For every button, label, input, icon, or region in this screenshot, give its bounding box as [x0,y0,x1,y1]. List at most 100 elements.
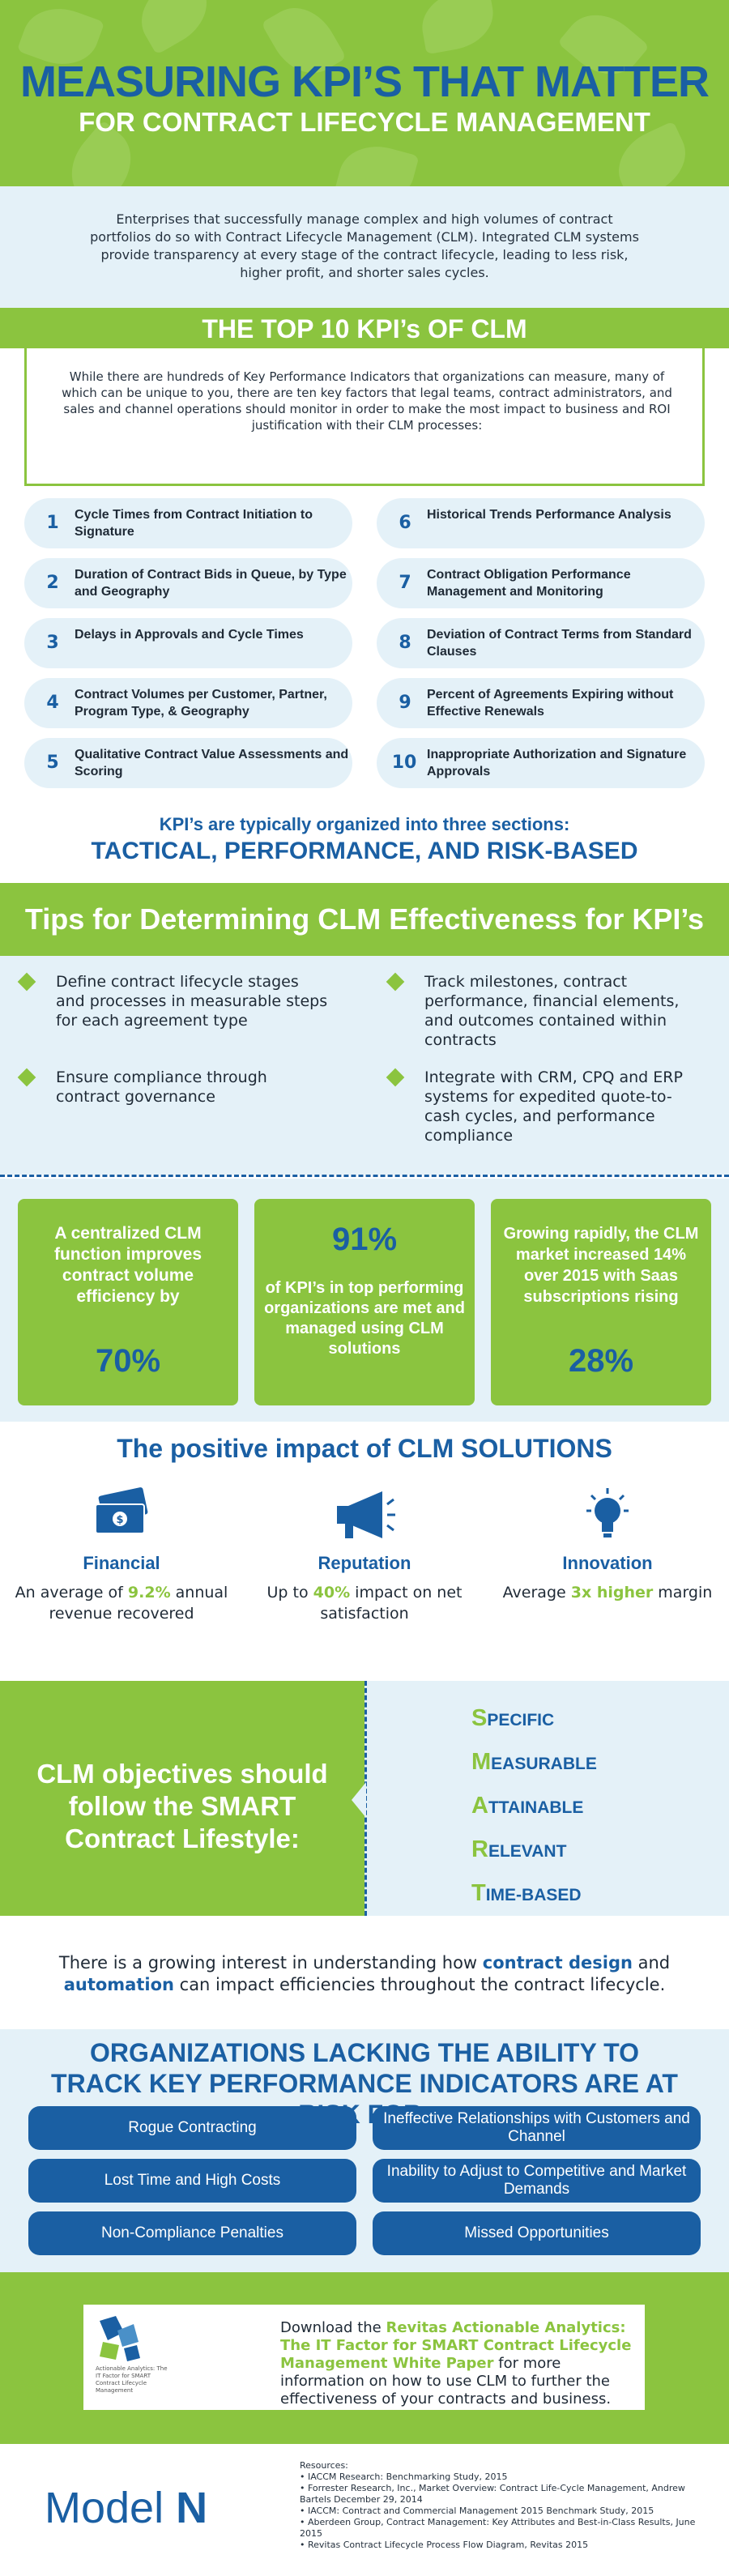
leaf-decoration [128,0,220,55]
top10-heading-band: THE TOP 10 KPI’s OF CLM [0,308,729,348]
kpi-number: 6 [399,513,411,533]
page-title: MEASURING KPI’S THAT MATTER [20,58,710,106]
kpi-text: Historical Trends Performance Analysis [427,508,671,522]
footer: Model N Resources: • IACCM Research: Ben… [0,2444,729,2576]
intro-text: Enterprises that successfully manage com… [90,211,639,280]
kpi-number: 4 [46,693,59,713]
smart-panel [364,1681,729,1916]
tips-heading: Tips for Determining CLM Effectiveness f… [24,902,705,936]
tip-text: Integrate with CRM, CPQ and ERP systems … [424,1068,683,1145]
stats-section: A centralized CLM function improves cont… [0,1179,729,1422]
lightbulb-icon [586,1488,629,1537]
tip-item: Track milestones, contract performance, … [386,972,697,1053]
whitepaper-link[interactable]: Revitas Actionable Analytics: The IT Fac… [280,2319,632,2372]
leaf-decoration [334,137,420,186]
tip-text: Track milestones, contract performance, … [424,973,680,1049]
kpi-item: 1 Cycle Times from Contract Initiation t… [24,498,352,548]
diamond-bullet-icon [17,1068,36,1087]
kpi-number: 2 [46,573,59,593]
impact-description: Average 3x higher margin [502,1584,713,1601]
top10-heading: THE TOP 10 KPI’s OF CLM [202,314,527,343]
impact-item: $ Financial An average of 9.2% annual re… [0,1486,243,1624]
sections-intro: KPI’s are typically organized into three… [159,814,570,834]
risk-item: Ineffective Relationships with Customers… [373,2106,701,2150]
smart-item: RELEVANT [471,1836,567,1862]
whitepaper-thumbnail-text: Actionable Analytics: The IT Factor for … [96,2365,168,2394]
kpi-text: Cycle Times from Contract Initiation to … [75,508,313,539]
impact-item: Innovation Average 3x higher margin [486,1486,729,1603]
page-subtitle: FOR CONTRACT LIFECYCLE MANAGEMENT [79,107,650,137]
top10-description: While there are hundreds of Key Performa… [62,369,672,433]
smart-item: TIME-BASED [471,1880,582,1906]
impact-description: An average of 9.2% annual revenue recove… [15,1584,228,1623]
kpi-item: 4 Contract Volumes per Customer, Partner… [24,678,352,728]
kpi-text: Qualitative Contract Value Assessments a… [75,748,349,778]
kpi-item: 9 Percent of Agreements Expiring without… [377,678,705,728]
stat-value: 70% [95,1343,161,1379]
intro-section: Enterprises that successfully manage com… [0,186,729,308]
kpi-text: Delays in Approvals and Cycle Times [75,628,304,642]
diamond-bullet-icon [386,1068,405,1087]
impact-title: Financial [83,1553,160,1573]
kpi-number: 7 [399,573,411,593]
tips-heading-band: Tips for Determining CLM Effectiveness f… [0,883,729,956]
kpi-text: Contract Volumes per Customer, Partner, … [75,688,327,719]
tip-item: Define contract lifecycle stages and pro… [17,972,328,1037]
kpi-item: 8 Deviation of Contract Terms from Stand… [377,618,705,668]
impact-title: Reputation [318,1553,411,1573]
resource-item: • Forrester Research, Inc., Market Overv… [300,2483,685,2505]
risk-item: Rogue Contracting [28,2106,356,2150]
kpi-number: 10 [391,753,417,773]
diamond-bullet-icon [386,972,405,992]
smart-intro: CLM objectives should follow the SMART C… [36,1759,328,1853]
smart-panel-pointer [352,1782,366,1818]
kpi-item: 10 Inappropriate Authorization and Signa… [377,738,705,788]
dashed-divider [0,1175,729,1177]
tip-item: Integrate with CRM, CPQ and ERP systems … [386,1068,697,1157]
stat-value: 91% [331,1222,398,1257]
stat-value: 28% [568,1343,634,1379]
kpi-item: 5 Qualitative Contract Value Assessments… [24,738,352,788]
whitepaper-thumbnail-icon [92,2313,168,2394]
kpi-text: Percent of Agreements Expiring without E… [427,688,674,719]
top10-description-box: While there are hundreds of Key Performa… [24,348,705,486]
resource-item: • Revitas Contract Lifecycle Process Flo… [300,2540,589,2550]
download-card[interactable]: Actionable Analytics: The IT Factor for … [83,2305,645,2410]
stat-text: of KPI’s in top performing organizations… [264,1279,465,1358]
kpi-item: 3 Delays in Approvals and Cycle Times [24,618,352,668]
tip-text: Ensure compliance through contract gover… [56,1068,267,1106]
kpi-number: 5 [46,753,59,773]
risk-item: Missed Opportunities [373,2211,701,2255]
sections-list: TACTICAL, PERFORMANCE, AND RISK-BASED [91,838,638,864]
impact-item: Reputation Up to 40% impact on net satis… [243,1486,486,1624]
resources-list: Resources: • IACCM Research: Benchmarkin… [300,2460,705,2551]
tips-section: Define contract lifecycle stages and pro… [0,956,729,1175]
stat-card: Growing rapidly, the CLM market increase… [491,1199,711,1405]
kpi-text: Duration of Contract Bids in Queue, by T… [75,568,347,599]
kpi-item: 6 Historical Trends Performance Analysis [377,498,705,548]
smart-section: CLM objectives should follow the SMART C… [0,1681,729,1916]
diamond-bullet-icon [17,972,36,992]
kpi-number: 9 [399,693,411,713]
kpi-item: 2 Duration of Contract Bids in Queue, by… [24,558,352,608]
tip-item: Ensure compliance through contract gover… [17,1068,328,1116]
resource-item: • IACCM: Contract and Commercial Managem… [300,2506,654,2516]
stat-text: Growing rapidly, the CLM market increase… [503,1225,699,1306]
kpi-text: Deviation of Contract Terms from Standar… [427,628,692,659]
megaphone-icon [337,1491,395,1538]
stat-card: 91% of KPI’s in top performing organizat… [254,1199,475,1405]
download-section: Actionable Analytics: The IT Factor for … [0,2272,729,2444]
growth-statement: There is a growing interest in understan… [58,1953,671,1994]
kpi-number: 8 [399,633,411,653]
modeln-logo: Model N [45,2484,208,2532]
smart-item: MEASURABLE [471,1749,597,1775]
svg-text:$: $ [116,1514,123,1526]
header-banner: MEASURING KPI’S THAT MATTER FOR CONTRACT… [0,0,729,186]
impact-title: Innovation [562,1553,653,1573]
kpi-text: Inappropriate Authorization and Signatur… [427,748,687,778]
download-text: Download the Revitas Actionable Analytic… [280,2319,632,2408]
smart-item: SPECIFIC [471,1705,555,1731]
resource-item: • Aberdeen Group, Contract Management: K… [300,2517,696,2539]
stat-text: A centralized CLM function improves cont… [53,1224,202,1306]
impact-description: Up to 40% impact on net satisfaction [266,1584,463,1623]
